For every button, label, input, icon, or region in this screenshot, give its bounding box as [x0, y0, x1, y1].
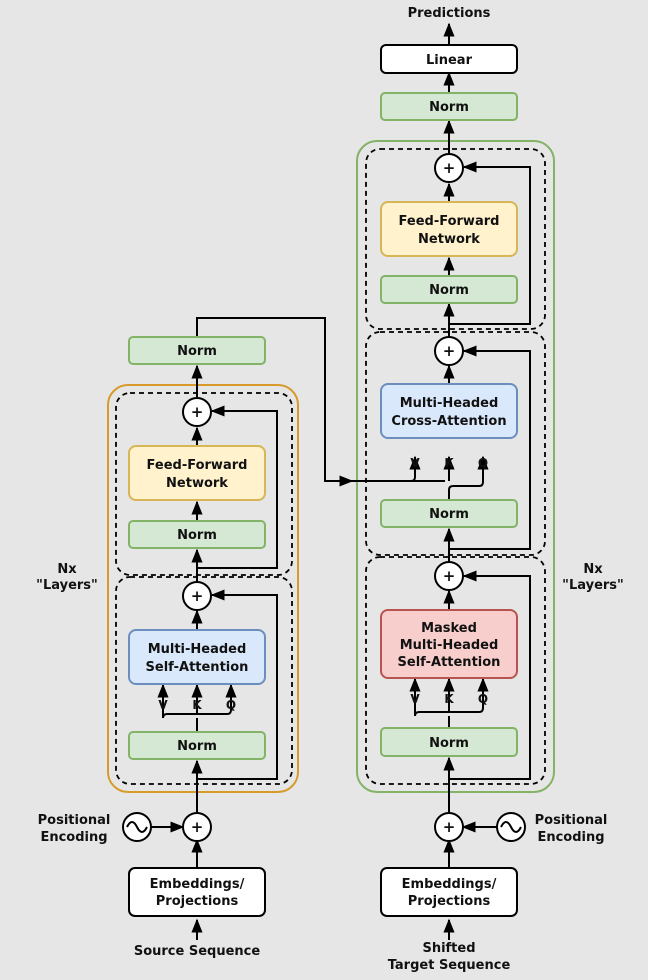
- encoder-positional-label-2: Encoding: [40, 830, 107, 845]
- decoder-masked-sublayer: [365, 556, 546, 785]
- encoder-attn-add-symbol: +: [191, 587, 204, 605]
- encoder-output-norm-box: [128, 336, 266, 365]
- encoder-embeddings-label-1: Embeddings/: [150, 877, 245, 892]
- encoder-ffn-sublayer: [115, 392, 293, 576]
- decoder-positional-label-1: Positional: [535, 813, 608, 828]
- decoder-embeddings-box: [380, 867, 518, 917]
- decoder-ffn-norm-label: Norm: [429, 283, 469, 298]
- decoder-cross-add-node: [434, 336, 464, 366]
- decoder-ffn-box: [380, 201, 518, 257]
- decoder-cross-v-label: V: [410, 456, 420, 470]
- decoder-masked-k-label: K: [444, 692, 454, 706]
- encoder-stack-frame: [107, 384, 299, 793]
- encoder-input-label: Source Sequence: [134, 944, 261, 959]
- encoder-v-label: V: [158, 698, 168, 712]
- decoder-layers-label-1: Nx: [583, 562, 603, 577]
- encoder-layers-label-2: "Layers": [36, 578, 98, 593]
- encoder-ffn-add-node: [182, 397, 212, 427]
- decoder-cross-attention-label-1: Multi-Headed: [400, 396, 499, 411]
- decoder-connections: [352, 22, 531, 940]
- decoder-input-label-1: Shifted: [422, 941, 475, 956]
- encoder-connections: [151, 317, 354, 940]
- encoder-input-add-symbol: +: [191, 818, 204, 836]
- decoder-masked-norm-label: Norm: [429, 736, 469, 751]
- encoder-self-attention-label-1: Multi-Headed: [148, 642, 247, 657]
- encoder-layers-label-1: Nx: [57, 562, 77, 577]
- final-norm-label: Norm: [429, 100, 469, 115]
- predictions-label: Predictions: [408, 6, 491, 21]
- decoder-embeddings-label-1: Embeddings/: [402, 877, 497, 892]
- decoder-cross-norm-box: [380, 499, 518, 528]
- decoder-input-label-2: Target Sequence: [388, 958, 511, 973]
- encoder-self-attention-label-2: Self-Attention: [146, 660, 249, 675]
- encoder-attn-norm-box: [128, 731, 266, 760]
- encoder-embeddings-box: [128, 867, 266, 917]
- linear-box: [380, 44, 518, 74]
- decoder-masked-add-symbol: +: [443, 567, 456, 585]
- encoder-k-label: K: [192, 698, 202, 712]
- decoder-cross-q-label: Q: [478, 456, 488, 470]
- decoder-positional-label-2: Encoding: [537, 830, 604, 845]
- encoder-ffn-norm-box: [128, 520, 266, 549]
- decoder-ffn-label-2: Network: [418, 232, 480, 247]
- encoder-attn-sublayer: [115, 576, 293, 785]
- decoder-input-add-symbol: +: [443, 818, 456, 836]
- decoder-cross-attention-label-2: Cross-Attention: [391, 414, 506, 429]
- decoder-masked-label-2: Multi-Headed: [400, 638, 499, 653]
- decoder-cross-k-label: K: [444, 456, 454, 470]
- decoder-cross-attention-box: [380, 383, 518, 439]
- decoder-masked-v-label: V: [410, 692, 420, 706]
- decoder-cross-norm-label: Norm: [429, 507, 469, 522]
- decoder-ffn-label-1: Feed-Forward: [399, 214, 500, 229]
- decoder-ffn-add-node: [434, 153, 464, 183]
- final-norm-box: [380, 92, 518, 121]
- encoder-ffn-norm-label: Norm: [177, 528, 217, 543]
- decoder-stack-frame: [356, 140, 555, 793]
- encoder-input-add-node: [182, 812, 212, 842]
- decoder-masked-label-1: Masked: [421, 621, 477, 636]
- decoder-ffn-sublayer: [365, 148, 546, 330]
- decoder-sine-wave-icon: [496, 812, 526, 842]
- decoder-input-add-node: [434, 812, 464, 842]
- decoder-layers-label-2: "Layers": [562, 578, 624, 593]
- decoder-cross-add-symbol: +: [443, 342, 456, 360]
- decoder-masked-q-label: Q: [478, 692, 488, 706]
- decoder-cross-sublayer: [365, 331, 546, 556]
- encoder-q-label: Q: [226, 698, 236, 712]
- encoder-ffn-label-2: Network: [166, 476, 228, 491]
- encoder-ffn-add-symbol: +: [191, 403, 204, 421]
- decoder-masked-label-3: Self-Attention: [398, 655, 501, 670]
- encoder-embeddings-label-2: Projections: [156, 894, 239, 909]
- encoder-sine-wave-icon: [122, 812, 152, 842]
- encoder-ffn-box: [128, 445, 266, 501]
- decoder-ffn-add-symbol: +: [443, 159, 456, 177]
- decoder-ffn-norm-box: [380, 275, 518, 304]
- decoder-masked-attention-box: [380, 609, 518, 679]
- encoder-attn-norm-label: Norm: [177, 739, 217, 754]
- encoder-self-attention-box: [128, 629, 266, 685]
- decoder-embeddings-label-2: Projections: [408, 894, 491, 909]
- decoder-masked-norm-box: [380, 727, 518, 757]
- decoder-masked-add-node: [434, 561, 464, 591]
- encoder-ffn-label-1: Feed-Forward: [147, 458, 248, 473]
- linear-label: Linear: [426, 53, 473, 68]
- encoder-output-norm-label: Norm: [177, 344, 217, 359]
- encoder-positional-label-1: Positional: [38, 813, 111, 828]
- encoder-attn-add-node: [182, 581, 212, 611]
